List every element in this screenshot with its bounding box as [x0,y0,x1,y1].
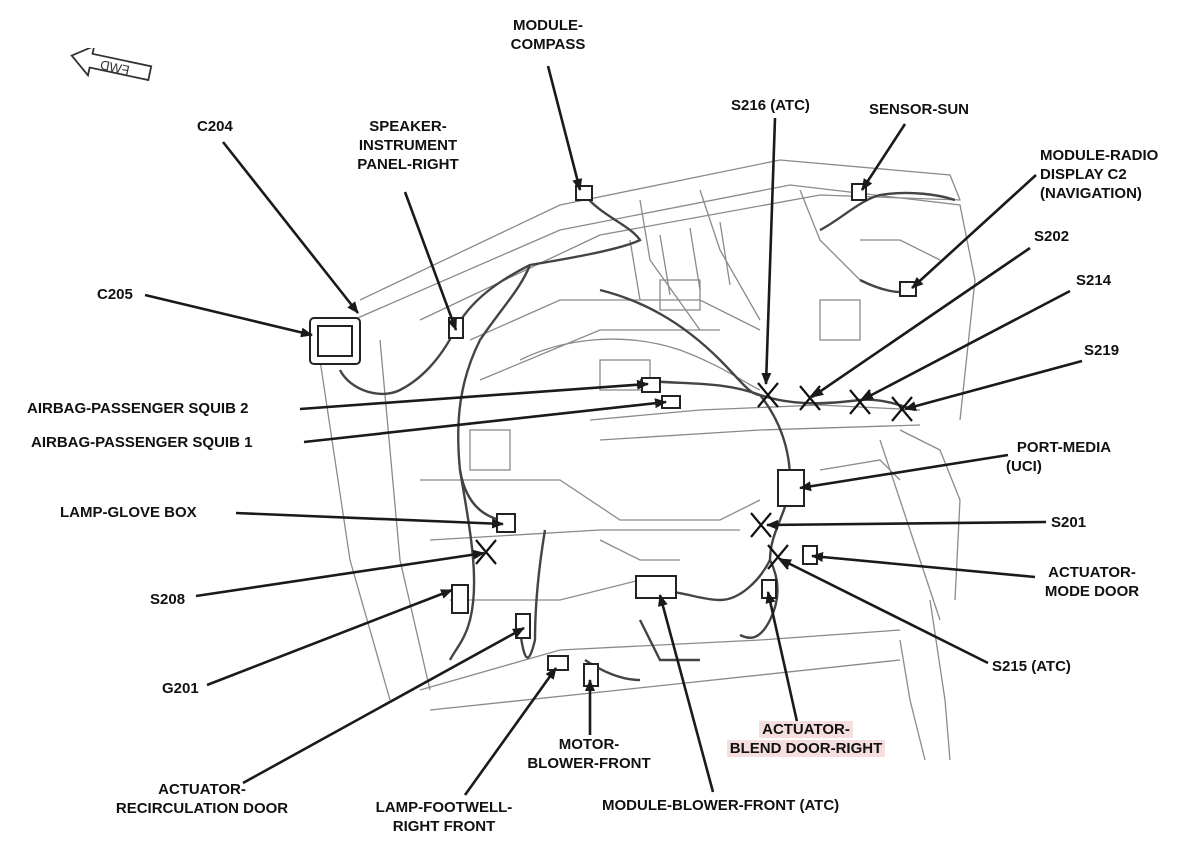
label-s202: S202 [1034,228,1070,245]
arrow-left-icon [70,44,153,82]
label-actuator-mode-door: ACTUATOR- MODE DOOR [1044,564,1140,600]
label-port-media-uci: PORT-MEDIA (UCI) [1006,439,1112,475]
label-actuator-blend-door-right: ACTUATOR- BLEND DOOR-RIGHT [714,720,898,758]
label-actuator-recirculation-door: ACTUATOR- RECIRCULATION DOOR [115,781,289,817]
fwd-arrow-indicator: FWD [66,44,156,88]
label-s219: S219 [1084,342,1120,359]
label-airbag-passenger-squib-1: AIRBAG-PASSENGER SQUIB 1 [31,434,253,451]
label-g201: G201 [162,680,199,697]
label-lamp-glove-box: LAMP-GLOVE BOX [60,504,197,521]
label-module-blower-front-atc: MODULE-BLOWER-FRONT (ATC) [602,797,840,814]
module-blower-connector [635,575,677,599]
label-module-compass: MODULE- COMPASS [510,17,586,53]
label-s214: S214 [1076,272,1112,289]
label-s215-atc: S215 (ATC) [992,658,1071,675]
label-airbag-passenger-squib-2: AIRBAG-PASSENGER SQUIB 2 [27,400,249,417]
s216-splice [757,382,779,408]
label-sensor-sun: SENSOR-SUN [869,101,970,118]
label-speaker-instrument-panel-right: SPEAKER- INSTRUMENT PANEL-RIGHT [357,118,459,173]
label-c204: C204 [197,118,233,135]
s219-splice [891,396,913,422]
label-s201: S201 [1051,514,1087,531]
splice-marks [475,382,913,570]
s208-splice [475,539,497,565]
recirc-connector [515,613,531,639]
g201-ground [451,584,469,614]
label-c205: C205 [97,286,133,303]
s201-splice [750,512,772,538]
leader-lines [144,65,1083,796]
label-motor-blower-front: MOTOR- BLOWER-FRONT [527,736,651,772]
instrument-panel-sketch [319,159,976,761]
footwell-connector [547,655,569,671]
radio-connector [899,281,917,297]
s202-splice [799,385,821,411]
label-module-radio-display: MODULE-RADIO DISPLAY C2 (NAVIGATION) [1040,147,1159,202]
label-lamp-footwell-right-front: LAMP-FOOTWELL- RIGHT FRONT [375,799,513,835]
label-s208: S208 [150,591,186,608]
label-s216-atc: S216 (ATC) [731,97,810,114]
